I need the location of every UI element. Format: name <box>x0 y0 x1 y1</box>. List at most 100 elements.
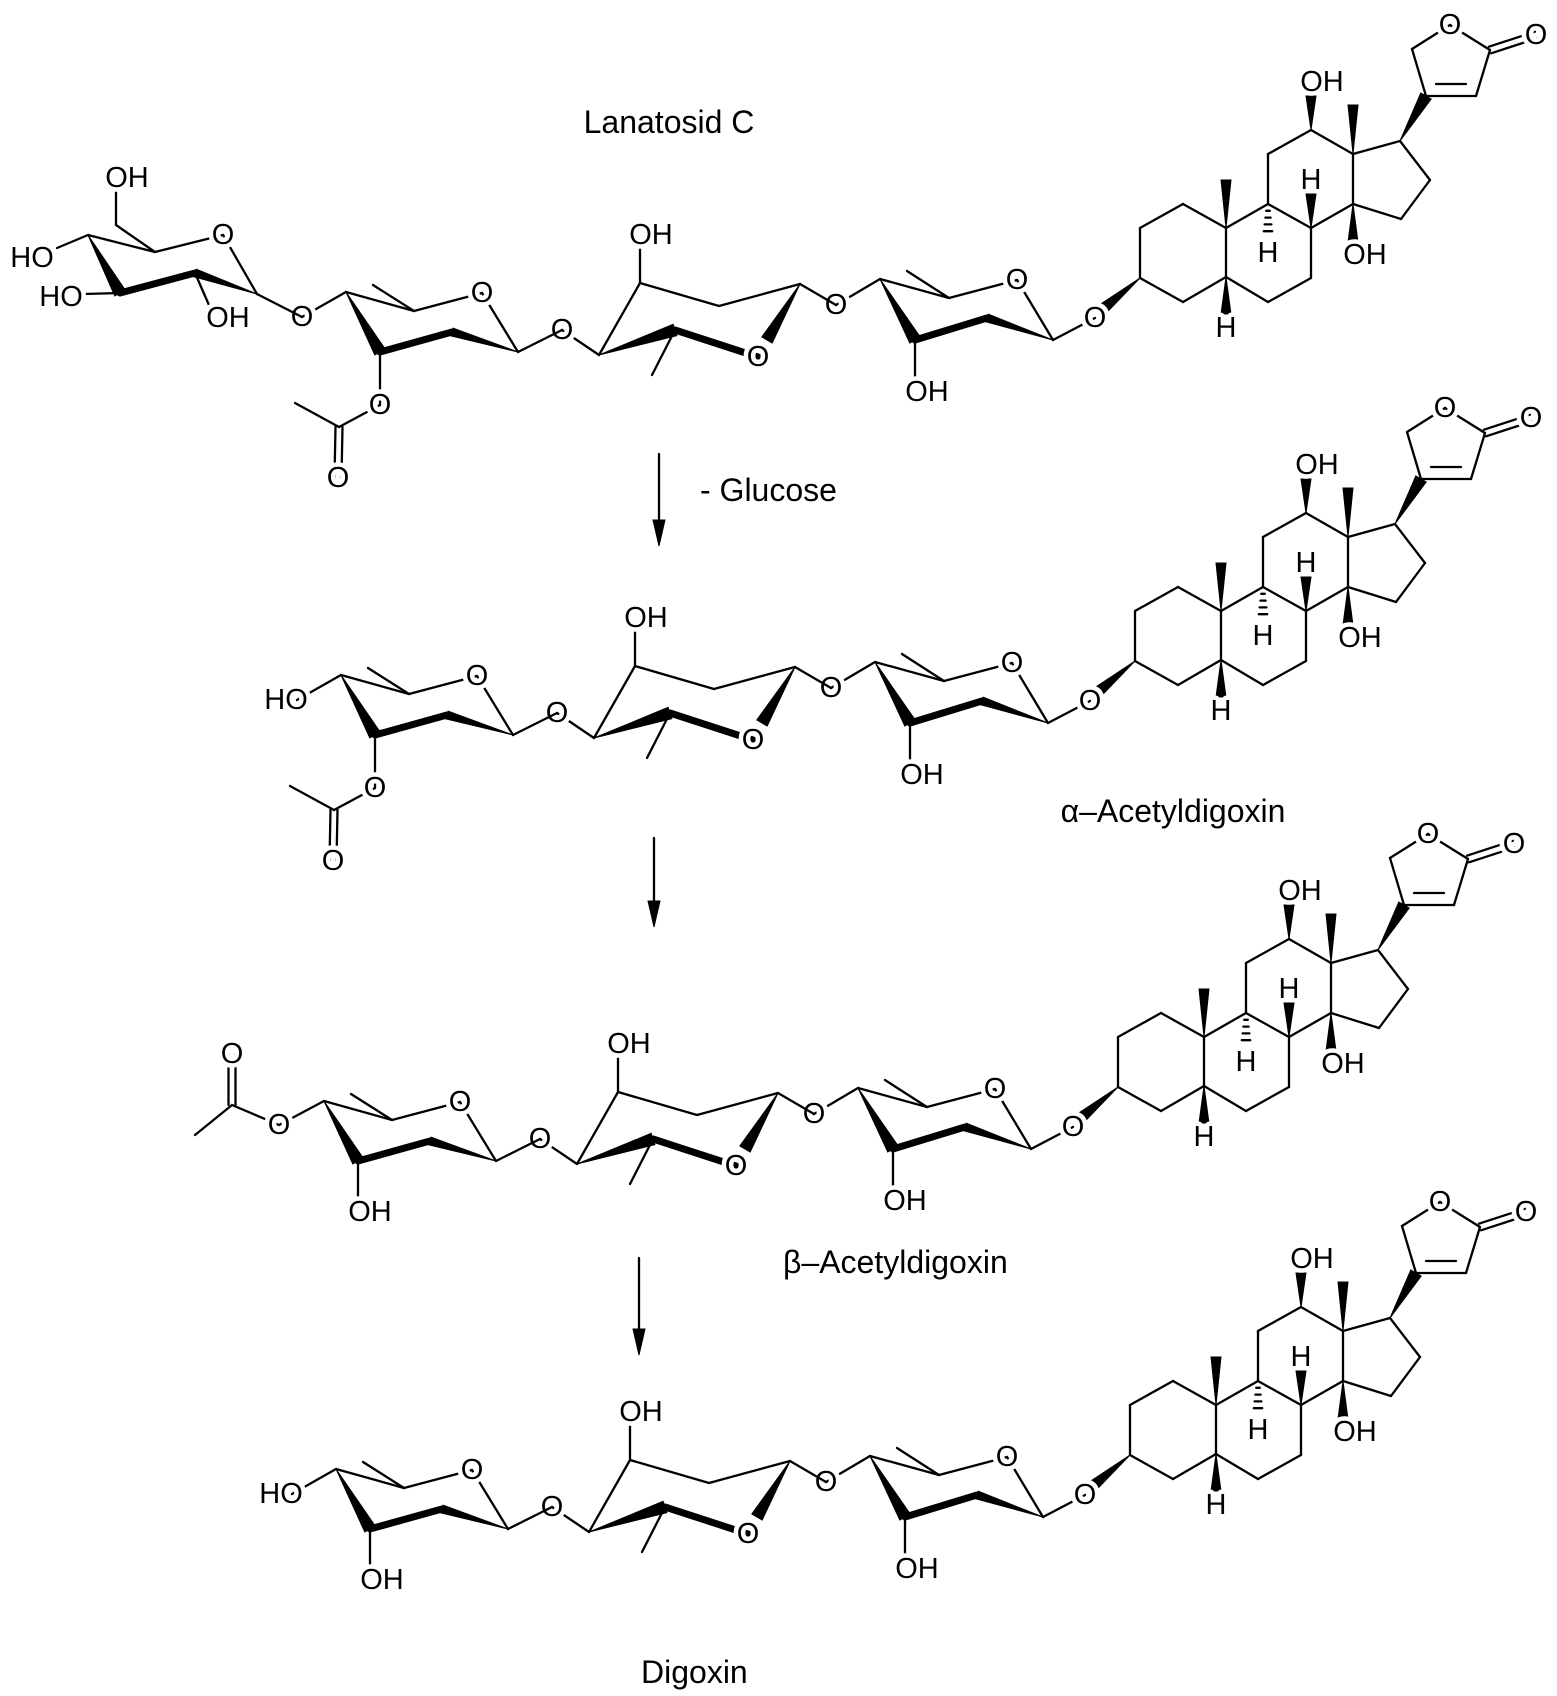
bold-bond <box>666 709 757 744</box>
atom-label-o: O <box>747 341 770 373</box>
bold-bond <box>911 314 991 344</box>
atom-label-ho: HO <box>264 684 308 716</box>
wedge-bond <box>1215 659 1227 698</box>
single-bond <box>1443 406 1487 435</box>
single-bond <box>1128 1379 1175 1407</box>
single-bond <box>1176 658 1223 687</box>
bold-bond <box>661 1503 752 1538</box>
atom-label-ho: HO <box>39 281 83 313</box>
single-bond <box>993 1087 1033 1151</box>
atom-label-o: O <box>996 1441 1019 1473</box>
single-bond <box>1214 1452 1260 1481</box>
wedge-bond <box>440 1504 509 1530</box>
wedge-bond <box>1305 193 1317 229</box>
single-bond <box>1426 832 1470 861</box>
single-bond <box>1138 276 1185 304</box>
single-bond <box>587 1458 632 1534</box>
single-bond <box>1464 1225 1482 1275</box>
wedge-bond <box>1377 901 1410 951</box>
single-bond <box>334 1467 406 1490</box>
single-bond <box>1309 202 1355 230</box>
atom-label-o: O <box>1417 818 1440 850</box>
single-bond <box>717 282 802 308</box>
single-bond <box>1351 202 1403 221</box>
single-bond <box>560 328 601 357</box>
single-bond <box>883 1078 929 1109</box>
single-bond <box>277 1099 326 1127</box>
wedge-bond <box>1337 1281 1349 1332</box>
single-bond <box>628 1458 711 1485</box>
atom-label-o: O <box>268 1109 291 1141</box>
wedge-bond <box>1283 904 1295 940</box>
atom-label-ho: HO <box>259 1478 303 1510</box>
atom-label-o: O <box>364 772 387 804</box>
single-bond <box>1224 275 1270 304</box>
wedge-bond <box>1394 475 1427 525</box>
atom-label-o: O <box>221 1038 244 1070</box>
bold-bond <box>371 711 451 739</box>
single-bond <box>798 282 838 307</box>
atom-label-h: H <box>1236 1046 1257 1078</box>
label-beta-acetyldigoxin: β–Acetyldigoxin <box>783 1244 1008 1280</box>
single-bond <box>592 664 637 740</box>
atom-label-oh: OH <box>1290 1243 1334 1275</box>
wedge-bond <box>1083 1454 1131 1496</box>
single-bond <box>1389 1355 1422 1398</box>
single-bond <box>328 808 332 863</box>
single-bond <box>1133 585 1180 613</box>
wedge-bond <box>1295 1272 1307 1308</box>
single-bond <box>1388 856 1406 907</box>
single-bond <box>1304 585 1350 613</box>
wedge-bond <box>1305 95 1317 131</box>
single-bond <box>1487 30 1537 48</box>
single-bond <box>1346 522 1397 539</box>
single-bond <box>1388 832 1430 860</box>
wedge-bond <box>1300 576 1312 612</box>
single-bond <box>1261 511 1308 539</box>
atom-label-h: H <box>1206 1489 1227 1521</box>
bold-bond <box>116 269 199 297</box>
single-bond <box>1266 128 1313 156</box>
wedge-bond <box>1093 277 1141 319</box>
single-bond <box>1341 1316 1392 1333</box>
single-bond <box>1394 561 1427 604</box>
single-bond <box>480 291 520 354</box>
label-reaction-condition: - Glucose <box>700 472 837 508</box>
arrow-head-icon <box>652 519 666 547</box>
single-bond <box>1287 937 1333 965</box>
single-bond <box>1046 699 1092 725</box>
atom-label-o: O <box>1525 19 1548 51</box>
single-bond <box>1159 1084 1206 1113</box>
atom-label-o: O <box>461 1454 484 1486</box>
atom-label-o: O <box>1079 685 1102 717</box>
wedge-bond <box>1283 1002 1295 1038</box>
single-bond <box>390 1100 462 1122</box>
single-bond <box>1266 202 1313 230</box>
atom-label-oh: OH <box>619 1396 663 1428</box>
single-bond <box>371 283 416 313</box>
bold-bond <box>889 1123 969 1153</box>
single-bond <box>1341 1379 1393 1398</box>
atom-label-o: O <box>546 697 569 729</box>
single-bond <box>1244 937 1291 965</box>
wedge-bond <box>1071 1086 1119 1128</box>
single-bond <box>361 1460 406 1490</box>
atom-label-o: O <box>322 845 345 877</box>
atom-label-o: O <box>291 301 314 333</box>
atom-label-h: H <box>1194 1121 1215 1153</box>
single-bond <box>1005 1455 1045 1519</box>
single-bond <box>937 1455 1009 1477</box>
single-bond <box>1484 420 1534 438</box>
wedge-bond <box>1088 660 1136 702</box>
single-bond <box>1346 585 1398 604</box>
wedge-bond <box>1210 1453 1222 1492</box>
single-bond <box>1410 47 1428 98</box>
wedge-bond <box>1342 586 1354 626</box>
atom-label-h: H <box>1279 973 1300 1005</box>
single-bond <box>293 401 341 429</box>
single-bond <box>1309 128 1355 156</box>
single-bond <box>942 661 1014 683</box>
label-alpha-acetyldigoxin: α–Acetyldigoxin <box>1061 793 1286 829</box>
atom-label-o: O <box>1515 1196 1538 1228</box>
atom-label-o: O <box>1084 302 1107 334</box>
